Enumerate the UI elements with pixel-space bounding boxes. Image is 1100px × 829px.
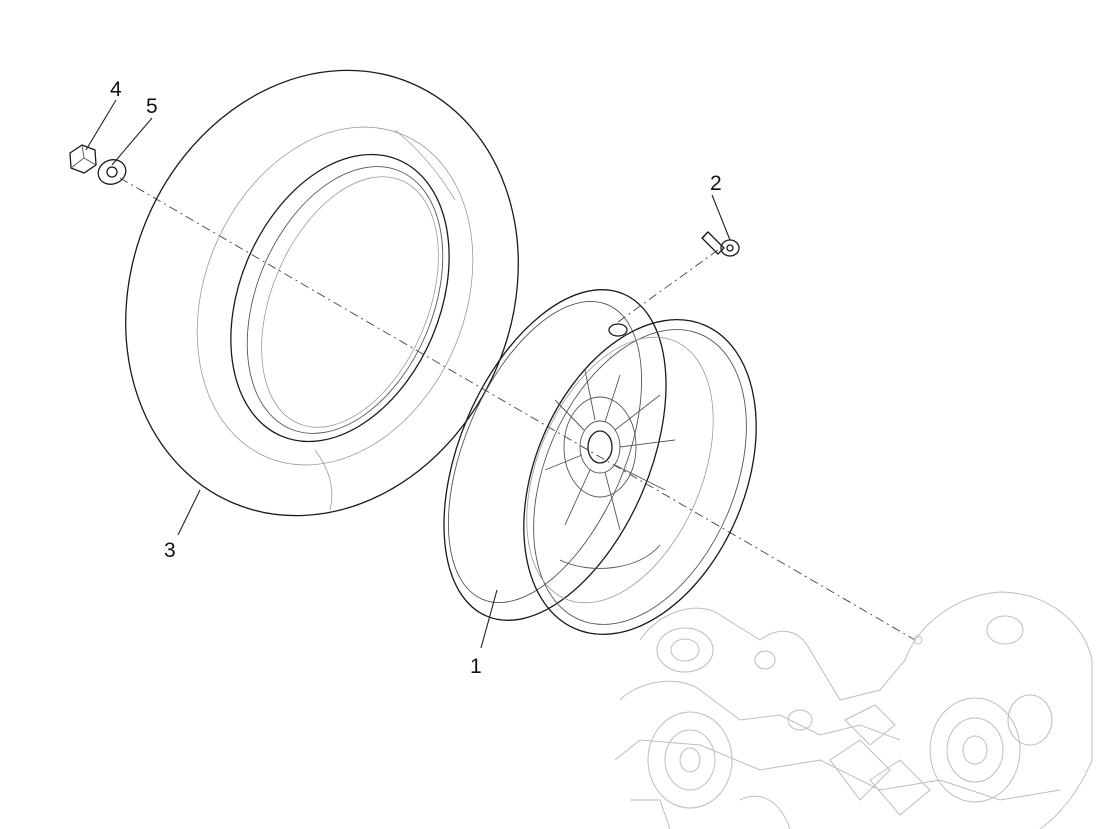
washer (97, 159, 127, 185)
tyre (125, 69, 519, 517)
tyre-valve (701, 231, 740, 257)
assembly-axis-lines (119, 177, 916, 641)
callout-valve: 2 (710, 172, 722, 195)
engine-crankcase (614, 591, 1093, 829)
leader-lines (85, 99, 731, 649)
wheel-rim (443, 289, 757, 635)
callout-nut: 4 (110, 78, 122, 101)
callout-tyre: 3 (164, 539, 176, 562)
axle-nut (69, 144, 97, 174)
callout-labels: 1 2 3 4 5 (110, 78, 722, 678)
callout-rim: 1 (470, 655, 482, 678)
callout-washer: 5 (146, 95, 158, 118)
